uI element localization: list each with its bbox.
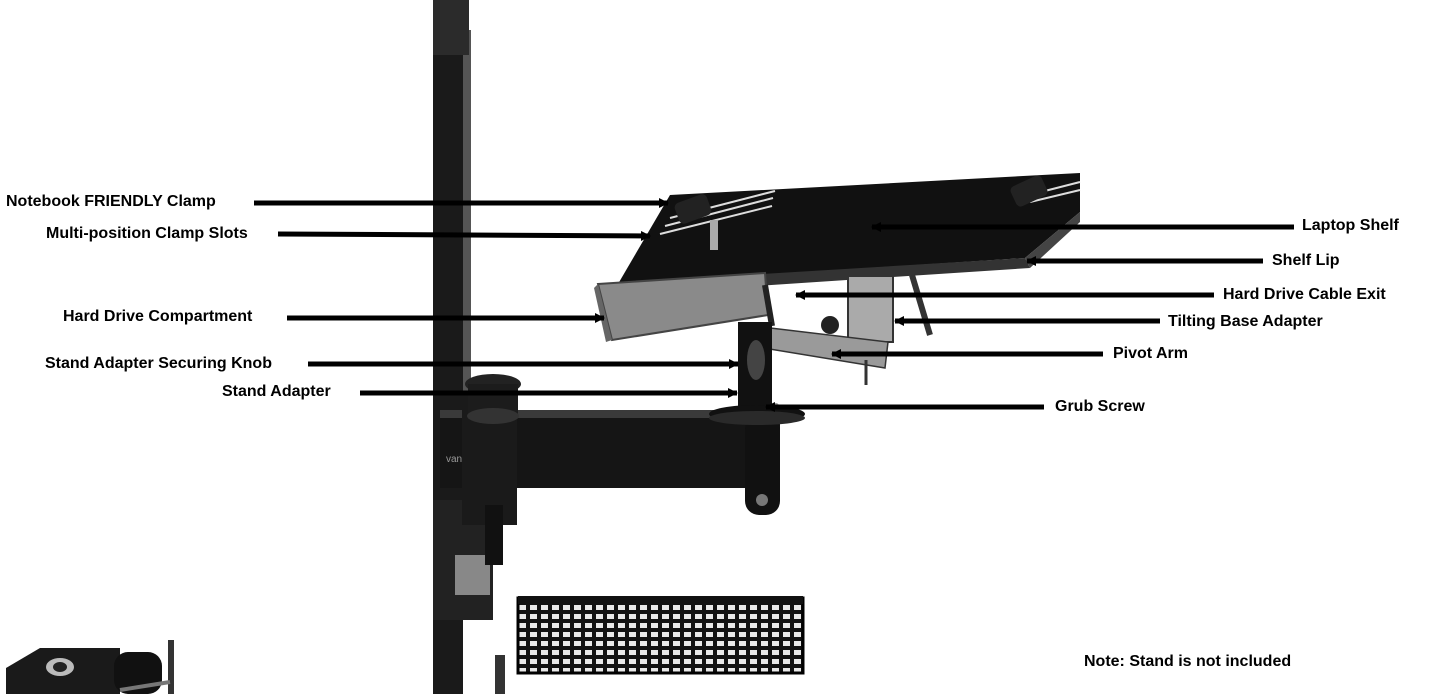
inset-part-illustration bbox=[6, 640, 174, 694]
tilting-base-adapter-illustration bbox=[821, 274, 933, 343]
arrow-clamp-slots bbox=[277, 230, 651, 241]
label-tilting-base-adapter: Tilting Base Adapter bbox=[1168, 313, 1323, 330]
leader-arrows-right bbox=[765, 222, 1294, 412]
label-clamp-slots: Multi-position Clamp Slots bbox=[46, 225, 248, 242]
label-shelf-lip: Shelf Lip bbox=[1272, 252, 1340, 269]
leader-arrows bbox=[254, 198, 739, 398]
label-notebook-clamp: Notebook FRIENDLY Clamp bbox=[6, 193, 216, 210]
label-stand-adapter: Stand Adapter bbox=[222, 383, 331, 400]
basket-illustration bbox=[495, 596, 805, 694]
stand-brand-text: vang bbox=[446, 454, 468, 465]
label-grub-screw: Grub Screw bbox=[1055, 398, 1145, 415]
stand-knob-icon bbox=[465, 374, 521, 424]
label-laptop-shelf: Laptop Shelf bbox=[1302, 217, 1399, 234]
laptop-shelf-illustration bbox=[598, 173, 1081, 296]
label-hard-drive-compartment: Hard Drive Compartment bbox=[63, 308, 253, 325]
label-pivot-arm: Pivot Arm bbox=[1113, 345, 1188, 362]
stand-pole bbox=[433, 0, 493, 694]
label-cable-exit: Hard Drive Cable Exit bbox=[1223, 286, 1386, 303]
label-securing-knob: Stand Adapter Securing Knob bbox=[45, 355, 272, 372]
note-text: Note: Stand is not included bbox=[1084, 653, 1292, 670]
